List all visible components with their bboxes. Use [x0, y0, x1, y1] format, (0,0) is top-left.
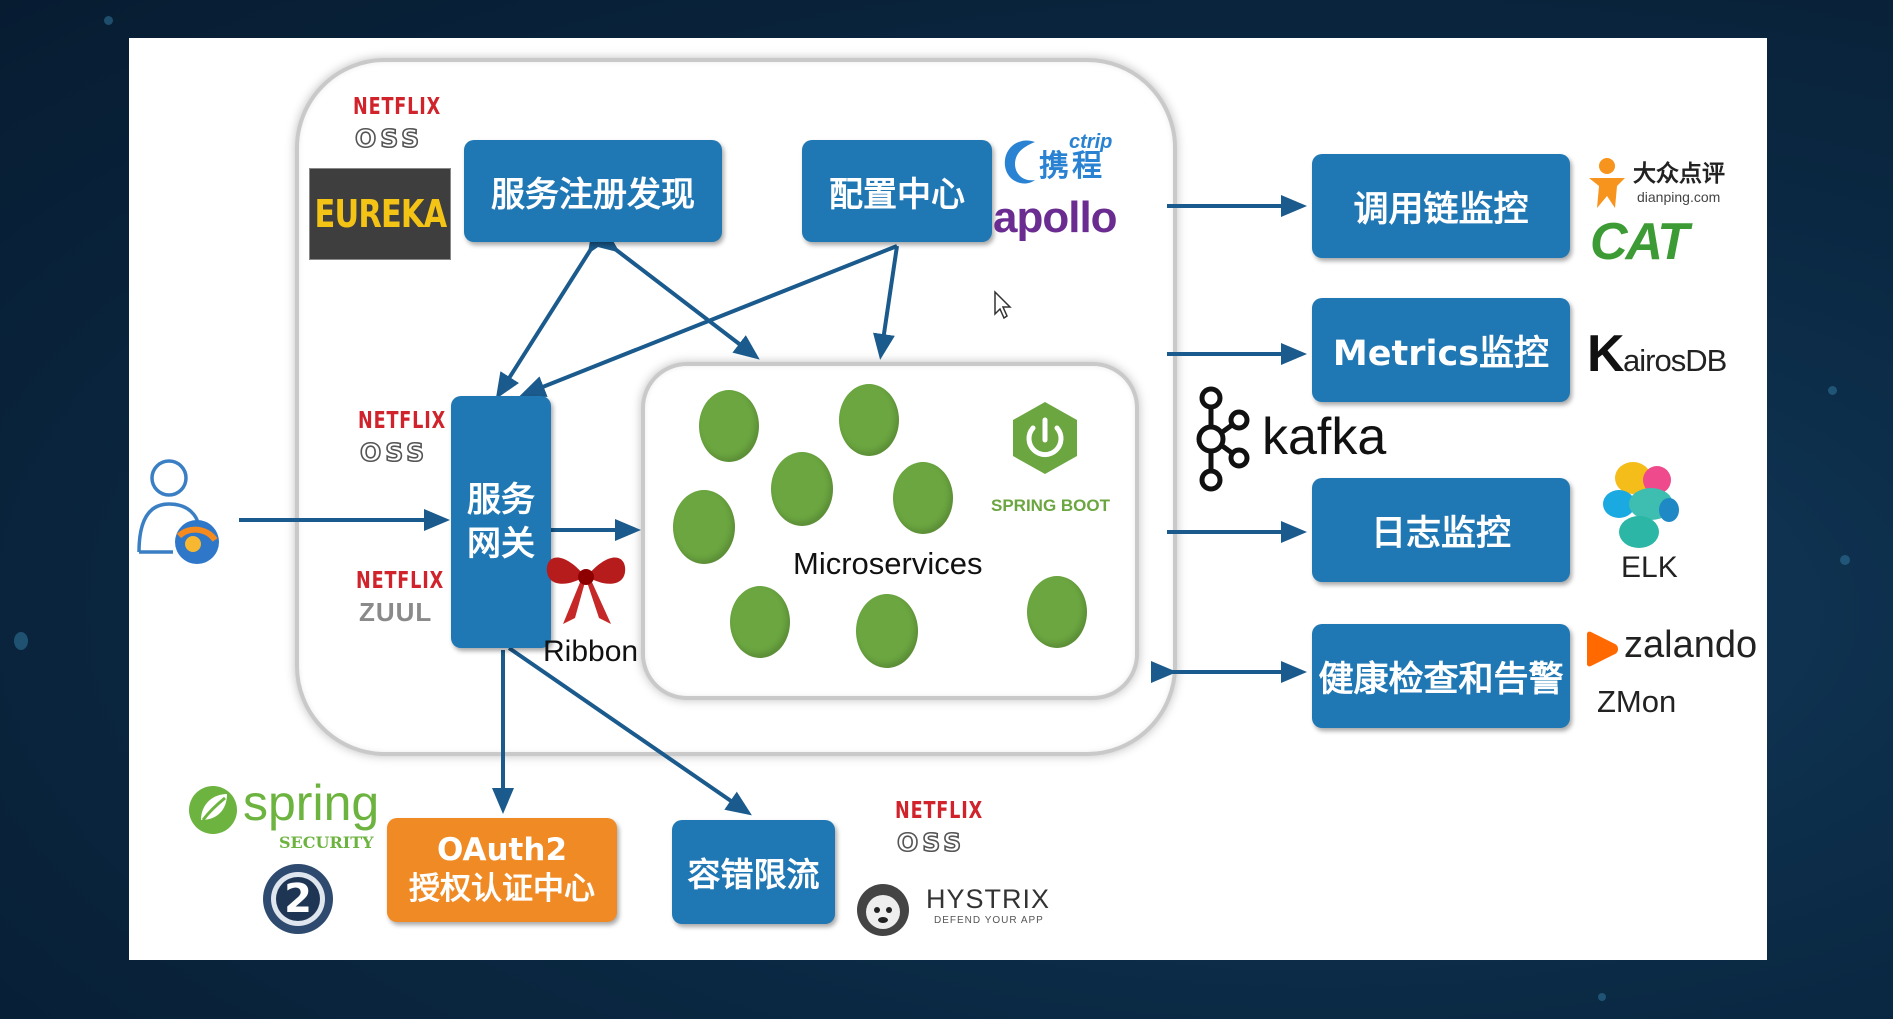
oss-logo: OSS: [896, 828, 966, 857]
dianping-logo-cn: 大众点评: [1633, 160, 1725, 187]
log-monitor-box: 日志监控: [1312, 478, 1570, 582]
service-registry-box: 服务注册发现: [464, 140, 722, 242]
spring-boot-label: SPRING BOOT: [991, 496, 1111, 515]
bg-dot: [1598, 993, 1606, 1001]
ribbon-label: Ribbon: [543, 635, 639, 668]
cat-logo: CAT: [1590, 213, 1689, 271]
fault-tolerance-box: 容错限流: [672, 820, 835, 924]
hystrix-tagline: DEFEND YOUR APP: [934, 915, 1044, 926]
hystrix-logo-text: HYSTRIX: [926, 884, 1051, 914]
bg-dot: [14, 632, 28, 650]
microservice-node: [730, 586, 790, 658]
call-chain-monitor-box: 调用链监控: [1312, 154, 1570, 258]
oss-logo: OSS: [354, 124, 424, 153]
health-alert-box: 健康检查和告警: [1312, 624, 1570, 728]
ctrip-logo-cn: 携程: [1039, 150, 1105, 183]
oauth-label-line1: OAuth2: [436, 832, 568, 869]
spring-boot-power-icon: [1009, 400, 1081, 476]
oauth-box: OAuth2 授权认证中心: [387, 818, 617, 922]
kafka-icon: [1189, 386, 1251, 492]
microservice-node: [699, 390, 759, 462]
oauth-badge-number: 2: [284, 876, 312, 922]
ribbon-bow-icon: [541, 542, 631, 628]
zuul-logo: ZUUL: [359, 597, 433, 627]
microservice-node: [856, 594, 918, 668]
connector-arrows: [239, 195, 1307, 816]
ctrip-dolphin-icon: [1001, 136, 1039, 188]
kafka-logo-text: kafka: [1262, 408, 1387, 466]
spring-leaf-icon: [187, 780, 239, 838]
zmon-logo-text: ZMon: [1597, 684, 1677, 719]
microservice-node: [893, 462, 953, 534]
microservice-node: [839, 384, 899, 456]
dianping-logo-url: dianping.com: [1637, 189, 1721, 205]
microservice-node: [771, 452, 833, 526]
microservice-node: [673, 490, 735, 564]
spring-security-logo-text: SECURITY: [279, 833, 374, 852]
user-icon: [133, 456, 225, 572]
mouse-cursor-icon: [993, 290, 1013, 320]
hystrix-porcupine-icon: [855, 878, 911, 938]
gateway-label-line2: 网关: [467, 524, 535, 564]
netflix-logo: NETFLIX: [895, 798, 984, 824]
eureka-logo: EUREKA: [309, 168, 451, 260]
gateway-box: 服务 网关: [451, 396, 551, 648]
config-center-box: 配置中心: [802, 140, 992, 242]
bg-dot: [104, 16, 113, 25]
microservices-label: Microservices: [793, 546, 983, 581]
ctrip-logo-en: ctrip: [1069, 131, 1113, 153]
netflix-logo: NETFLIX: [358, 408, 447, 434]
netflix-logo: NETFLIX: [356, 568, 445, 594]
oss-logo: OSS: [359, 438, 429, 467]
spring-logo-text: spring: [243, 775, 380, 831]
netflix-logo: NETFLIX: [353, 94, 442, 120]
bg-dot: [1840, 555, 1850, 565]
kairosdb-logo-k: K: [1587, 325, 1625, 383]
elk-logo-text: ELK: [1621, 551, 1678, 584]
oauth-badge-icon: 2: [261, 858, 335, 940]
zalando-flag-icon: [1587, 630, 1619, 668]
elk-icon: [1599, 458, 1683, 558]
kairosdb-logo-text: airosDB: [1623, 343, 1727, 378]
gateway-label-line1: 服务: [467, 479, 535, 520]
zalando-logo-text: zalando: [1624, 624, 1758, 666]
microservice-node: [1027, 576, 1087, 648]
diagram-slide: 服务注册发现 配置中心 服务 网关 OAuth2 授权认证中心 容错限流 调用链…: [129, 38, 1767, 960]
oauth-label-line2: 授权认证中心: [409, 871, 595, 907]
metrics-monitor-box: Metrics监控: [1312, 298, 1570, 402]
apollo-logo: apollo: [993, 193, 1118, 242]
dianping-person-icon: [1587, 156, 1631, 210]
eureka-logo-text: EUREKA: [314, 192, 447, 236]
bg-dot: [1828, 386, 1837, 395]
